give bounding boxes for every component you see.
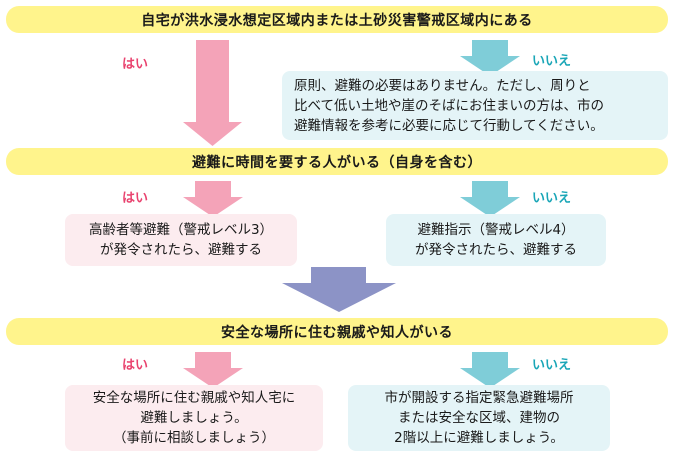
q1-yes-label: はい bbox=[122, 57, 149, 72]
q1-no-arrow bbox=[460, 40, 520, 76]
q2-yes-arrow bbox=[183, 181, 243, 217]
q3-yes-result-line: 避難しましょう。 bbox=[140, 410, 248, 426]
q3-yes-result-line: 安全な場所に住む親戚や知人宅に bbox=[92, 390, 296, 406]
q3-yes-arrow bbox=[183, 352, 243, 388]
q1-no-result-line: 原則、避難の必要はありません。ただし、周りと bbox=[294, 77, 591, 94]
q3-yes-label: はい bbox=[122, 358, 149, 373]
q2-no-arrow bbox=[460, 181, 520, 217]
q2-yes-label: はい bbox=[122, 191, 149, 206]
question-1-text: 自宅が洪水浸水想定区域内または土砂災害警戒区域内にある bbox=[141, 12, 533, 29]
q2-no-label: いいえ bbox=[532, 191, 572, 206]
q3-no-arrow bbox=[460, 352, 520, 388]
q1-yes-arrow bbox=[183, 40, 242, 146]
q3-yes-result-box: 安全な場所に住む親戚や知人宅に 避難しましょう。 （事前に相談しましょう） bbox=[65, 385, 323, 451]
q1-no-result-box: 原則、避難の必要はありません。ただし、周りと 比べて低い土地や崖のそばにお住まい… bbox=[282, 71, 668, 140]
q2-yes-result-box: 高齢者等避難（警戒レベル3） が発令されたら、避難する bbox=[65, 214, 297, 266]
question-2-text: 避難に時間を要する人がいる（自身を含む） bbox=[192, 154, 482, 171]
merge-arrow bbox=[282, 267, 396, 312]
question-2-bar: 避難に時間を要する人がいる（自身を含む） bbox=[6, 148, 668, 175]
q3-no-result-line: 市が開設する指定緊急避難場所 bbox=[384, 390, 574, 406]
q1-no-result-line: 比べて低い土地や崖のそばにお住まいの方は、市の bbox=[294, 97, 604, 114]
q2-no-result-box: 避難指示（警戒レベル4） が発令されたら、避難する bbox=[386, 214, 606, 266]
q3-no-result-line: または安全な区域、建物の bbox=[398, 410, 560, 426]
question-1-bar: 自宅が洪水浸水想定区域内または土砂災害警戒区域内にある bbox=[6, 6, 668, 33]
q2-yes-result-line: 高齢者等避難（警戒レベル3） bbox=[88, 222, 274, 238]
q1-no-label: いいえ bbox=[532, 54, 572, 69]
q2-no-result-line: 避難指示（警戒レベル4） bbox=[417, 222, 575, 238]
q2-no-result-line: が発令されたら、避難する bbox=[415, 242, 577, 258]
q3-no-result-box: 市が開設する指定緊急避難場所 または安全な区域、建物の 2階以上に避難しましょう… bbox=[348, 385, 610, 451]
q3-no-result-line: 2階以上に避難しましょう。 bbox=[394, 430, 564, 446]
q1-no-result-line: 避難情報を参考に必要に応じて行動してください。 bbox=[294, 117, 604, 134]
q2-yes-result-line: が発令されたら、避難する bbox=[100, 242, 262, 258]
q3-no-label: いいえ bbox=[532, 358, 572, 373]
q3-yes-result-line: （事前に相談しましょう） bbox=[113, 430, 275, 446]
question-3-text: 安全な場所に住む親戚や知人がいる bbox=[221, 324, 453, 341]
question-3-bar: 安全な場所に住む親戚や知人がいる bbox=[6, 318, 668, 345]
